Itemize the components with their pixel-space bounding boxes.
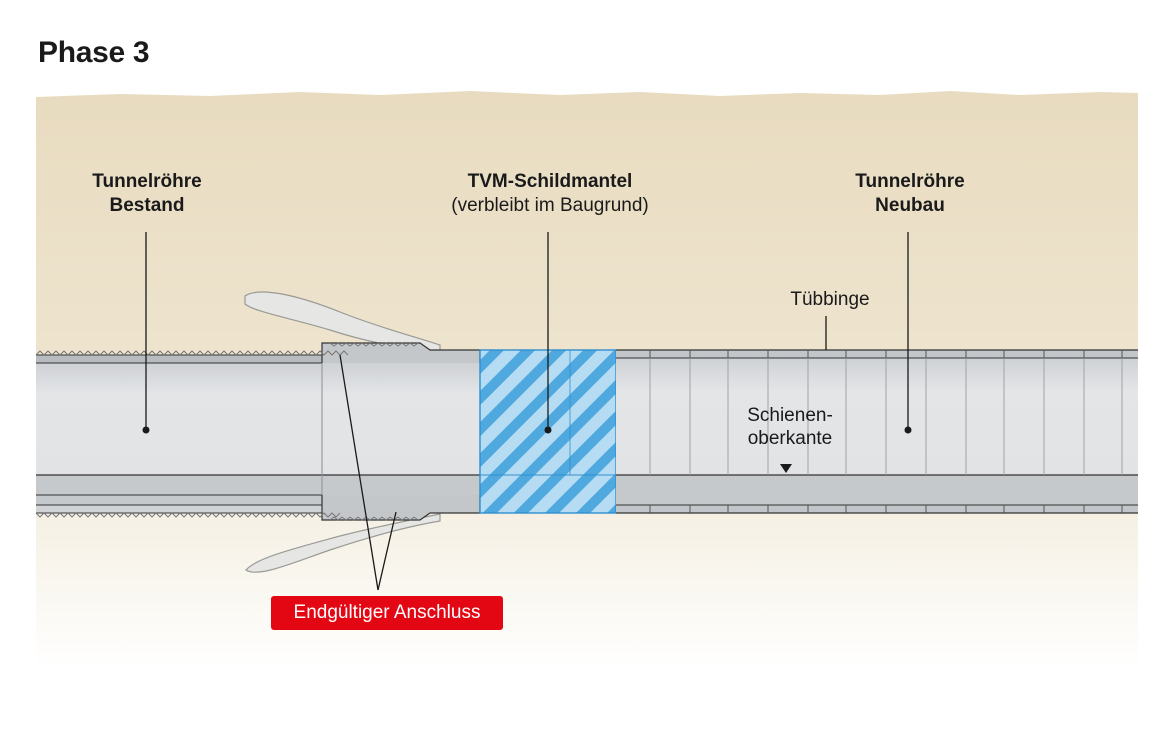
page-title: Phase 3 [38, 36, 150, 69]
dot-bestand [142, 426, 150, 434]
dot-tvm [544, 426, 552, 434]
leader-lines [142, 232, 912, 591]
anschluss-badge: Endgültiger Anschluss [271, 596, 503, 630]
label-tunnel-bestand-line1: Tunnelröhre [92, 171, 202, 192]
label-tunnel-neubau: Tunnelröhre Neubau [835, 170, 985, 218]
leader-anschluss-right [377, 511, 397, 591]
label-sok-line1: Schienen- [747, 405, 833, 426]
label-tunnel-neubau-line2: Neubau [875, 195, 945, 216]
tunnel-neubau [616, 349, 1138, 514]
label-schienenoberkante: Schienen- oberkante [720, 404, 860, 450]
leader-anschluss-left [339, 354, 379, 591]
tunnel-bestand [35, 342, 481, 521]
label-tvm-line1: TVM-Schildmantel [467, 171, 633, 192]
label-tvm-line2: (verbleibt im Baugrund) [451, 195, 649, 216]
label-sok-line2: oberkante [747, 428, 833, 449]
grout-upper [244, 291, 441, 353]
label-tuebbinge: Tübbinge [790, 289, 870, 310]
rail-top-marker-icon [780, 464, 792, 473]
dot-neubau [904, 426, 912, 434]
label-tunnel-bestand: Tunnelröhre Bestand [72, 170, 222, 218]
label-tunnel-bestand-line2: Bestand [109, 195, 185, 216]
label-tunnel-neubau-line1: Tunnelröhre [855, 171, 965, 192]
grout-lower [245, 513, 441, 573]
label-tvm-schildmantel: TVM-Schildmantel (verbleibt im Baugrund) [385, 170, 715, 218]
